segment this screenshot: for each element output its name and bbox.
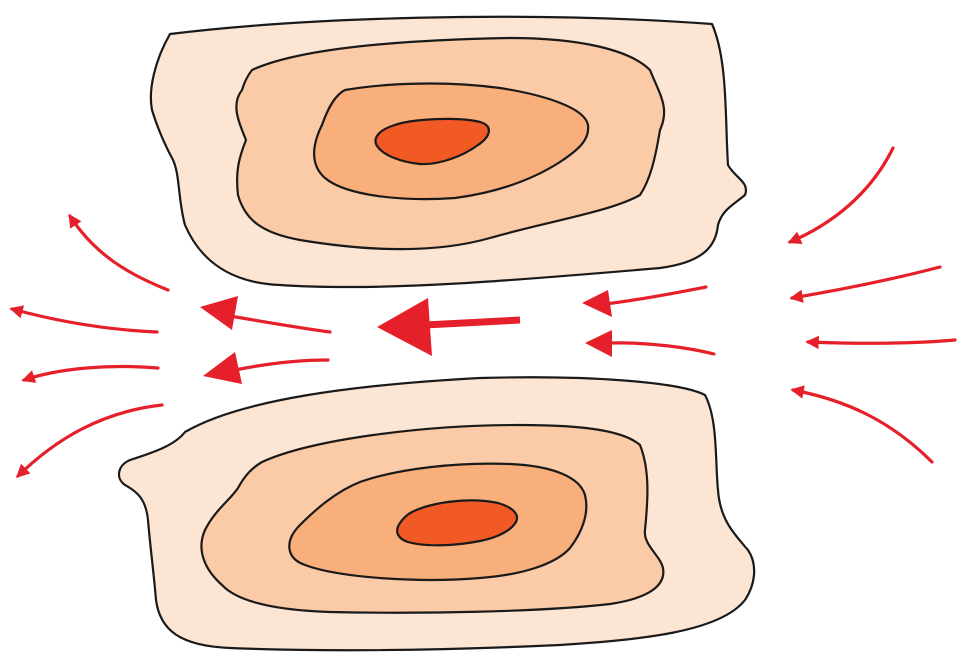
lower-high-region xyxy=(119,377,754,650)
exit-arrow-lower-mid xyxy=(235,360,328,370)
exit-arrow-upper-mid-head xyxy=(200,296,238,330)
converging-arrow-lower xyxy=(610,343,714,354)
inflow-arrow-right-3 xyxy=(808,340,955,343)
inflow-arrow-right-2 xyxy=(792,267,940,298)
outflow-arrow-left-2 xyxy=(12,309,157,332)
outflow-arrow-left-3 xyxy=(24,367,158,381)
central-jet-arrow-head xyxy=(377,298,432,356)
converging-arrow-upper-head xyxy=(582,290,612,317)
exit-arrow-upper-mid xyxy=(230,316,330,332)
converging-arrow-lower-head xyxy=(585,330,612,357)
inflow-arrow-right-4 xyxy=(793,390,932,462)
exit-arrow-lower-mid-head xyxy=(203,352,242,384)
inflow-arrow-right-1 xyxy=(790,148,893,242)
converging-arrow-upper xyxy=(605,287,706,304)
outflow-arrow-left-1 xyxy=(70,216,168,290)
central-jet-arrow xyxy=(425,320,520,325)
upper-high-region xyxy=(151,17,746,287)
